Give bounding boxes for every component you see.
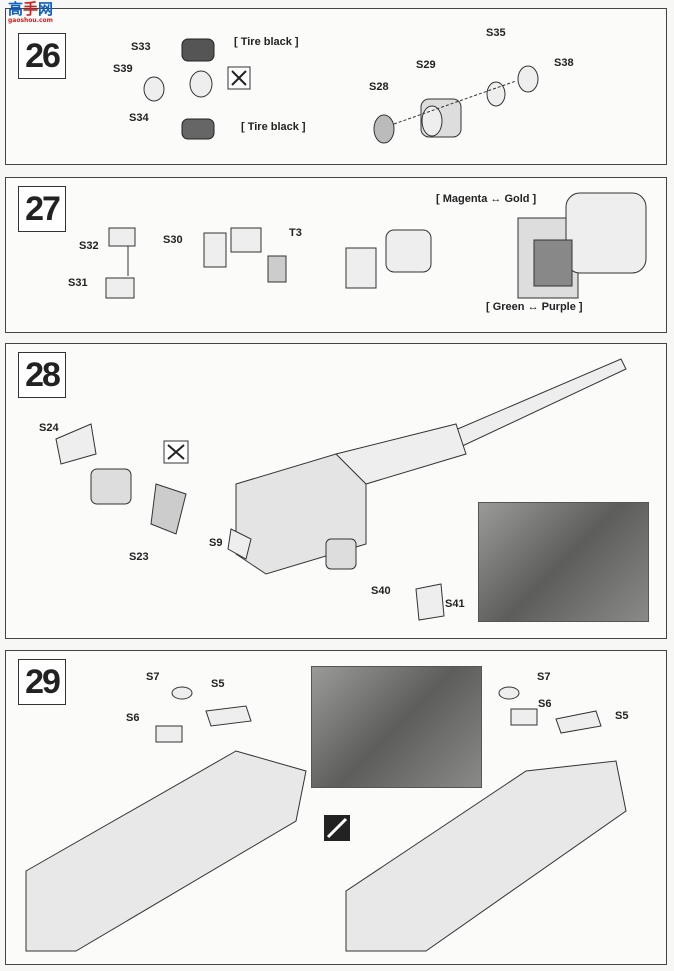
label-s38: S38	[554, 57, 574, 69]
label-s35: S35	[486, 27, 506, 39]
hull-assembly-drawing	[25, 686, 627, 952]
label-s24: S24	[39, 422, 59, 434]
label-s6-right: S6	[538, 698, 552, 710]
label-s31: S31	[68, 277, 88, 289]
label-s33: S33	[131, 41, 151, 53]
label-tire-black-top: [ Tire black ]	[234, 36, 299, 48]
label-s9: S9	[209, 537, 223, 549]
label-s5-left: S5	[211, 678, 225, 690]
label-t3: T3	[289, 227, 302, 239]
label-tire-black-bottom: [ Tire black ]	[241, 121, 306, 133]
label-s29: S29	[416, 59, 436, 71]
label-green-purple: [ Green ↔ Purple ]	[486, 301, 583, 313]
reference-photo	[478, 502, 649, 622]
step-29-panel: 29 S7 S5 S6 S7 S6 S5	[5, 650, 667, 965]
label-s32: S32	[79, 240, 99, 252]
label-s30: S30	[163, 234, 183, 246]
step-number: 27	[18, 186, 66, 232]
step-number: 29	[18, 659, 66, 705]
step-number: 26	[18, 33, 66, 79]
label-magenta-gold: [ Magenta ↔ Gold ]	[436, 193, 537, 205]
step-27-panel: 27 [ Magenta ↔ Gold ] S32 S30 T3 S31 [ G…	[5, 177, 667, 333]
label-s7-right: S7	[537, 671, 551, 683]
label-s39: S39	[113, 63, 133, 75]
label-s23: S23	[129, 551, 149, 563]
label-s6-left: S6	[126, 712, 140, 724]
step-28-panel: 28 S24 S23 S9 S40 S41	[5, 343, 667, 639]
label-s40: S40	[371, 585, 391, 597]
mantlet-assembly-drawing	[105, 192, 647, 299]
turret-gun-drawing	[55, 358, 627, 621]
reference-photo	[311, 666, 482, 788]
label-s41: S41	[445, 598, 465, 610]
label-s34: S34	[129, 112, 149, 124]
label-s5-right: S5	[615, 710, 629, 722]
step-number: 28	[18, 352, 66, 398]
label-s28: S28	[369, 81, 389, 93]
wheel-assembly-drawing	[143, 38, 539, 144]
label-s7-left: S7	[146, 671, 160, 683]
step-26-panel: 26 S33 [ Tire black ] S39 S34 [ Tire bla…	[5, 8, 667, 165]
